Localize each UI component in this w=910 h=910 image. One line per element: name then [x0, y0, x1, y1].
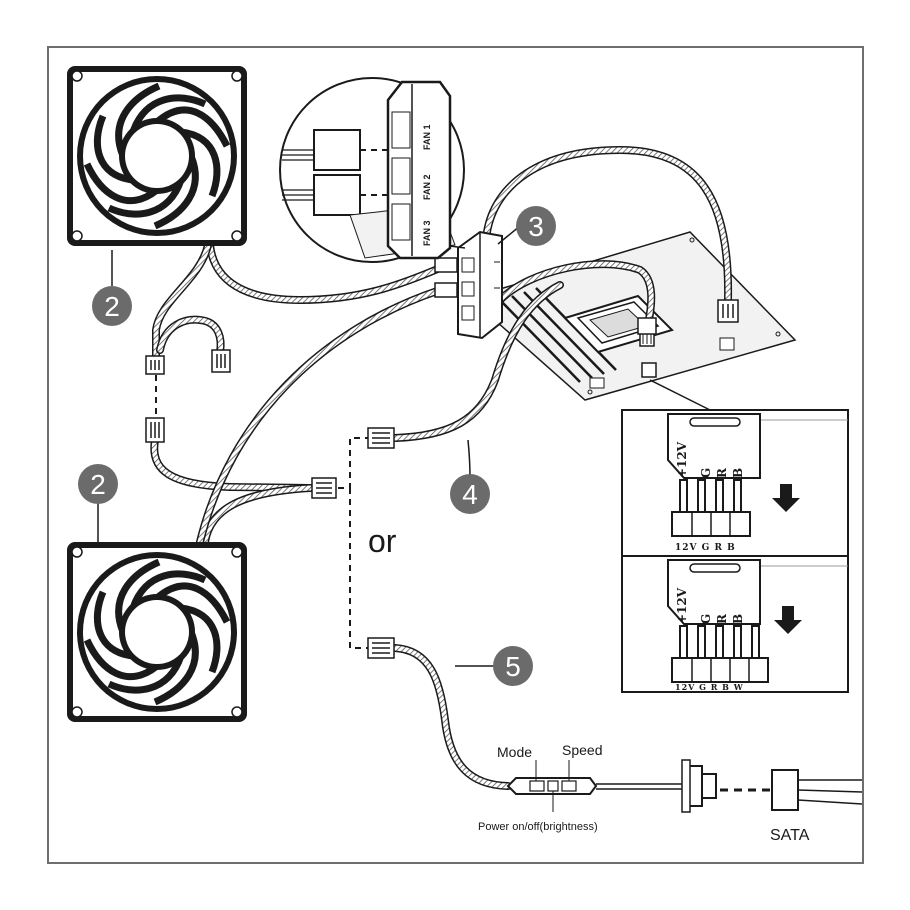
callout-hub: 3: [498, 206, 556, 246]
fan-header-connector: [718, 300, 738, 322]
pin-4-label-3: B: [731, 468, 745, 478]
callout-hub-label: 3: [528, 211, 544, 242]
hub-label-fan2: FAN 2: [422, 174, 432, 200]
or-label: or: [368, 523, 397, 559]
controller: Mode Speed Power on/off(brightness): [478, 742, 688, 833]
argb-plug: [638, 318, 656, 334]
junction-connector: [312, 478, 336, 498]
splitter-connector-lower: [146, 418, 164, 442]
callout-fan-bottom: 2: [78, 464, 118, 542]
hub-zoom-detail: FAN 1 FAN 2 FAN 3: [280, 78, 465, 262]
callout-cable-controller: 5: [455, 646, 533, 686]
hub-label-fan3: FAN 3: [422, 220, 432, 246]
fan-bottom: [67, 542, 247, 722]
cable5-connector: [368, 638, 394, 658]
callout-fan-top-label: 2: [104, 291, 120, 322]
pin-5-label-3: B: [731, 614, 745, 624]
fan-top: [67, 66, 247, 246]
callout-fan-top: 2: [92, 250, 132, 326]
callout-cable-controller-label: 5: [505, 651, 521, 682]
sata-connector: SATA: [682, 760, 862, 844]
mode-label: Mode: [497, 744, 532, 760]
cable4-connector: [368, 428, 394, 448]
pin-5-label-1: G: [699, 614, 713, 624]
pin-5-label-2: R: [715, 613, 729, 624]
pin-4-label-2: R: [715, 467, 729, 478]
power-button: [548, 781, 558, 791]
splitter-connector-top: [146, 356, 164, 374]
motherboard: [470, 232, 795, 400]
pin-4-label-1: G: [699, 468, 713, 478]
splitter-connector-side: [212, 350, 230, 372]
pin-5-label-0: +12V: [675, 587, 689, 624]
pin-4-bottom-label: 12V G R B: [675, 543, 736, 553]
sata-label: SATA: [770, 827, 810, 844]
speed-button: [562, 781, 576, 791]
pinout-inset: +12V G R B 12V G R B +12V G R: [622, 380, 848, 692]
mode-button: [530, 781, 544, 791]
hub-label-fan1: FAN 1: [422, 124, 432, 150]
speed-label: Speed: [562, 742, 602, 758]
pin-5-bottom-label: 12V G R B W: [675, 682, 744, 692]
pin-4-label-0: +12V: [675, 441, 689, 478]
callout-cable-argb: 4: [450, 440, 490, 514]
callout-cable-argb-label: 4: [462, 479, 478, 510]
callout-fan-bottom-label: 2: [90, 469, 106, 500]
power-label: Power on/off(brightness): [478, 821, 598, 833]
